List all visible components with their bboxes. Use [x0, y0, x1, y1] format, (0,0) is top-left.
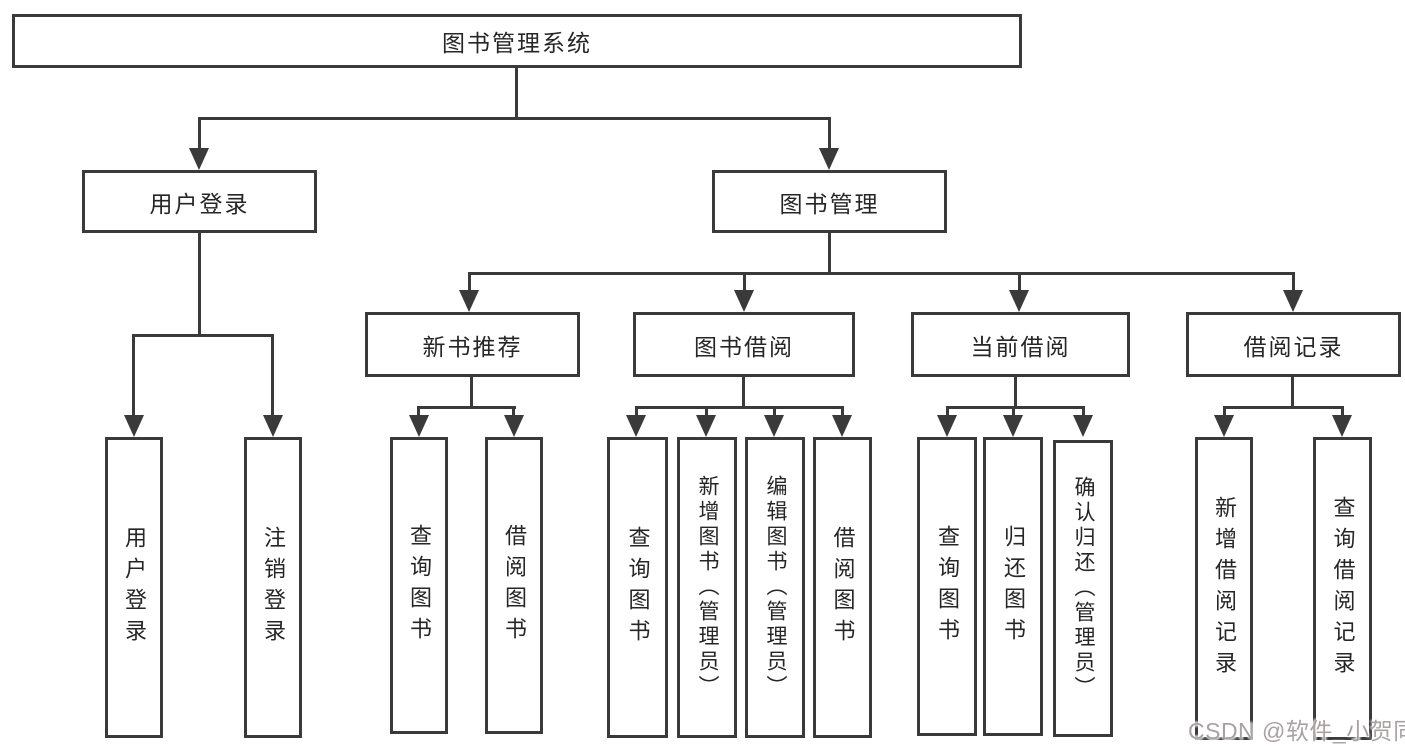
leaf-bb-edit-books-admin: 编辑图书（管理员）: [745, 437, 805, 738]
arrowhead-cb-leaf-2: [1003, 415, 1023, 437]
arrowhead-to-book-mgmt: [819, 148, 839, 170]
arrowhead-bb-leaf-3: [764, 415, 784, 437]
connector-borrow-records-bar: [1223, 406, 1344, 409]
connector-root-drop-right: [828, 117, 831, 150]
connector-book-mgmt-stem: [828, 233, 831, 274]
leaf-br-add-record: 新增借阅记录: [1195, 437, 1253, 740]
arrowhead-bb-leaf-2: [696, 415, 716, 437]
connector-user-login-bar: [133, 334, 274, 337]
leaf-bb-borrow-books: 借阅图书: [813, 437, 872, 738]
leaf-user-login: 用户登录: [105, 437, 163, 738]
arrowhead-cb-leaf-3: [1073, 415, 1093, 437]
arrowhead-to-book-borrow: [734, 290, 754, 312]
arrowhead-to-current-borrow: [1009, 290, 1029, 312]
connector-root-bar: [198, 117, 831, 120]
arrowhead-nbr-leaf-1: [409, 415, 429, 437]
connector-book-borrow-stem: [742, 377, 745, 408]
arrowhead-nbr-leaf-2: [504, 415, 524, 437]
leaf-nbr-borrow-books: 借阅图书: [485, 437, 543, 734]
connector-book-borrow-drop-2: [705, 406, 708, 418]
arrowhead-to-borrow-records: [1283, 290, 1303, 312]
connector-borrow-records-drop-1: [1223, 406, 1226, 418]
connector-book-mgmt-drop-2: [743, 272, 746, 293]
leaf-cb-query-books: 查询图书: [917, 437, 977, 736]
connector-book-borrow-bar: [635, 406, 844, 409]
leaf-br-query-record: 查询借阅记录: [1313, 437, 1372, 740]
arrowhead-to-user-login: [189, 148, 209, 170]
connector-new-book-rec-drop-1: [417, 406, 420, 418]
connector-book-borrow-drop-4: [841, 406, 844, 418]
connector-book-mgmt-drop-3: [1018, 272, 1021, 293]
connector-root-drop-left: [198, 117, 201, 150]
connector-current-borrow-drop-2: [1012, 406, 1015, 418]
connector-current-borrow-bar: [946, 406, 1084, 409]
connector-new-book-rec-stem: [470, 377, 473, 408]
connector-current-borrow-drop-1: [946, 406, 949, 418]
leaf-bb-add-books-admin: 新增图书（管理员）: [677, 437, 737, 738]
arrowhead-br-leaf-2: [1332, 415, 1352, 437]
connector-book-mgmt-drop-1: [468, 272, 471, 293]
connector-borrow-records-drop-2: [1341, 406, 1344, 418]
arrowhead-bb-leaf-4: [832, 415, 852, 437]
connector-current-borrow-stem: [1014, 377, 1017, 408]
connector-user-login-drop-1: [132, 334, 135, 417]
node-book-mgmt: 图书管理: [712, 170, 947, 233]
node-user-login: 用户登录: [82, 170, 317, 233]
connector-book-borrow-drop-1: [635, 406, 638, 418]
leaf-cb-confirm-return-admin: 确认归还（管理员）: [1053, 440, 1113, 737]
connector-user-login-drop-2: [271, 334, 274, 417]
connector-book-borrow-drop-3: [773, 406, 776, 418]
connector-new-book-rec-bar: [418, 406, 516, 409]
arrowhead-to-leaf-logout: [263, 415, 283, 437]
leaf-logout: 注销登录: [244, 437, 302, 738]
node-book-borrow: 图书借阅: [633, 312, 855, 377]
node-root: 图书管理系统: [12, 14, 1022, 68]
arrowhead-to-leaf-login: [124, 415, 144, 437]
arrowhead-bb-leaf-1: [626, 415, 646, 437]
node-new-book-rec: 新书推荐: [365, 312, 580, 377]
node-current-borrow: 当前借阅: [911, 312, 1130, 377]
connector-current-borrow-drop-3: [1082, 406, 1085, 418]
arrowhead-br-leaf-1: [1214, 415, 1234, 437]
arrowhead-cb-leaf-1: [937, 415, 957, 437]
arrowhead-to-new-book-rec: [459, 290, 479, 312]
connector-borrow-records-stem: [1291, 377, 1294, 408]
leaf-bb-query-books: 查询图书: [607, 437, 668, 738]
node-borrow-records: 借阅记录: [1186, 312, 1401, 377]
leaf-nbr-query-books: 查询图书: [390, 437, 448, 734]
leaf-cb-return-books: 归还图书: [983, 437, 1043, 736]
connector-root-stem: [515, 68, 518, 118]
connector-user-login-stem: [198, 233, 201, 336]
connector-new-book-rec-drop-2: [512, 406, 515, 418]
connector-book-mgmt-drop-4: [1292, 272, 1295, 293]
connector-book-mgmt-bar: [468, 272, 1295, 275]
csdn-watermark: CSDN @软件_小贺同学: [1188, 718, 1405, 744]
